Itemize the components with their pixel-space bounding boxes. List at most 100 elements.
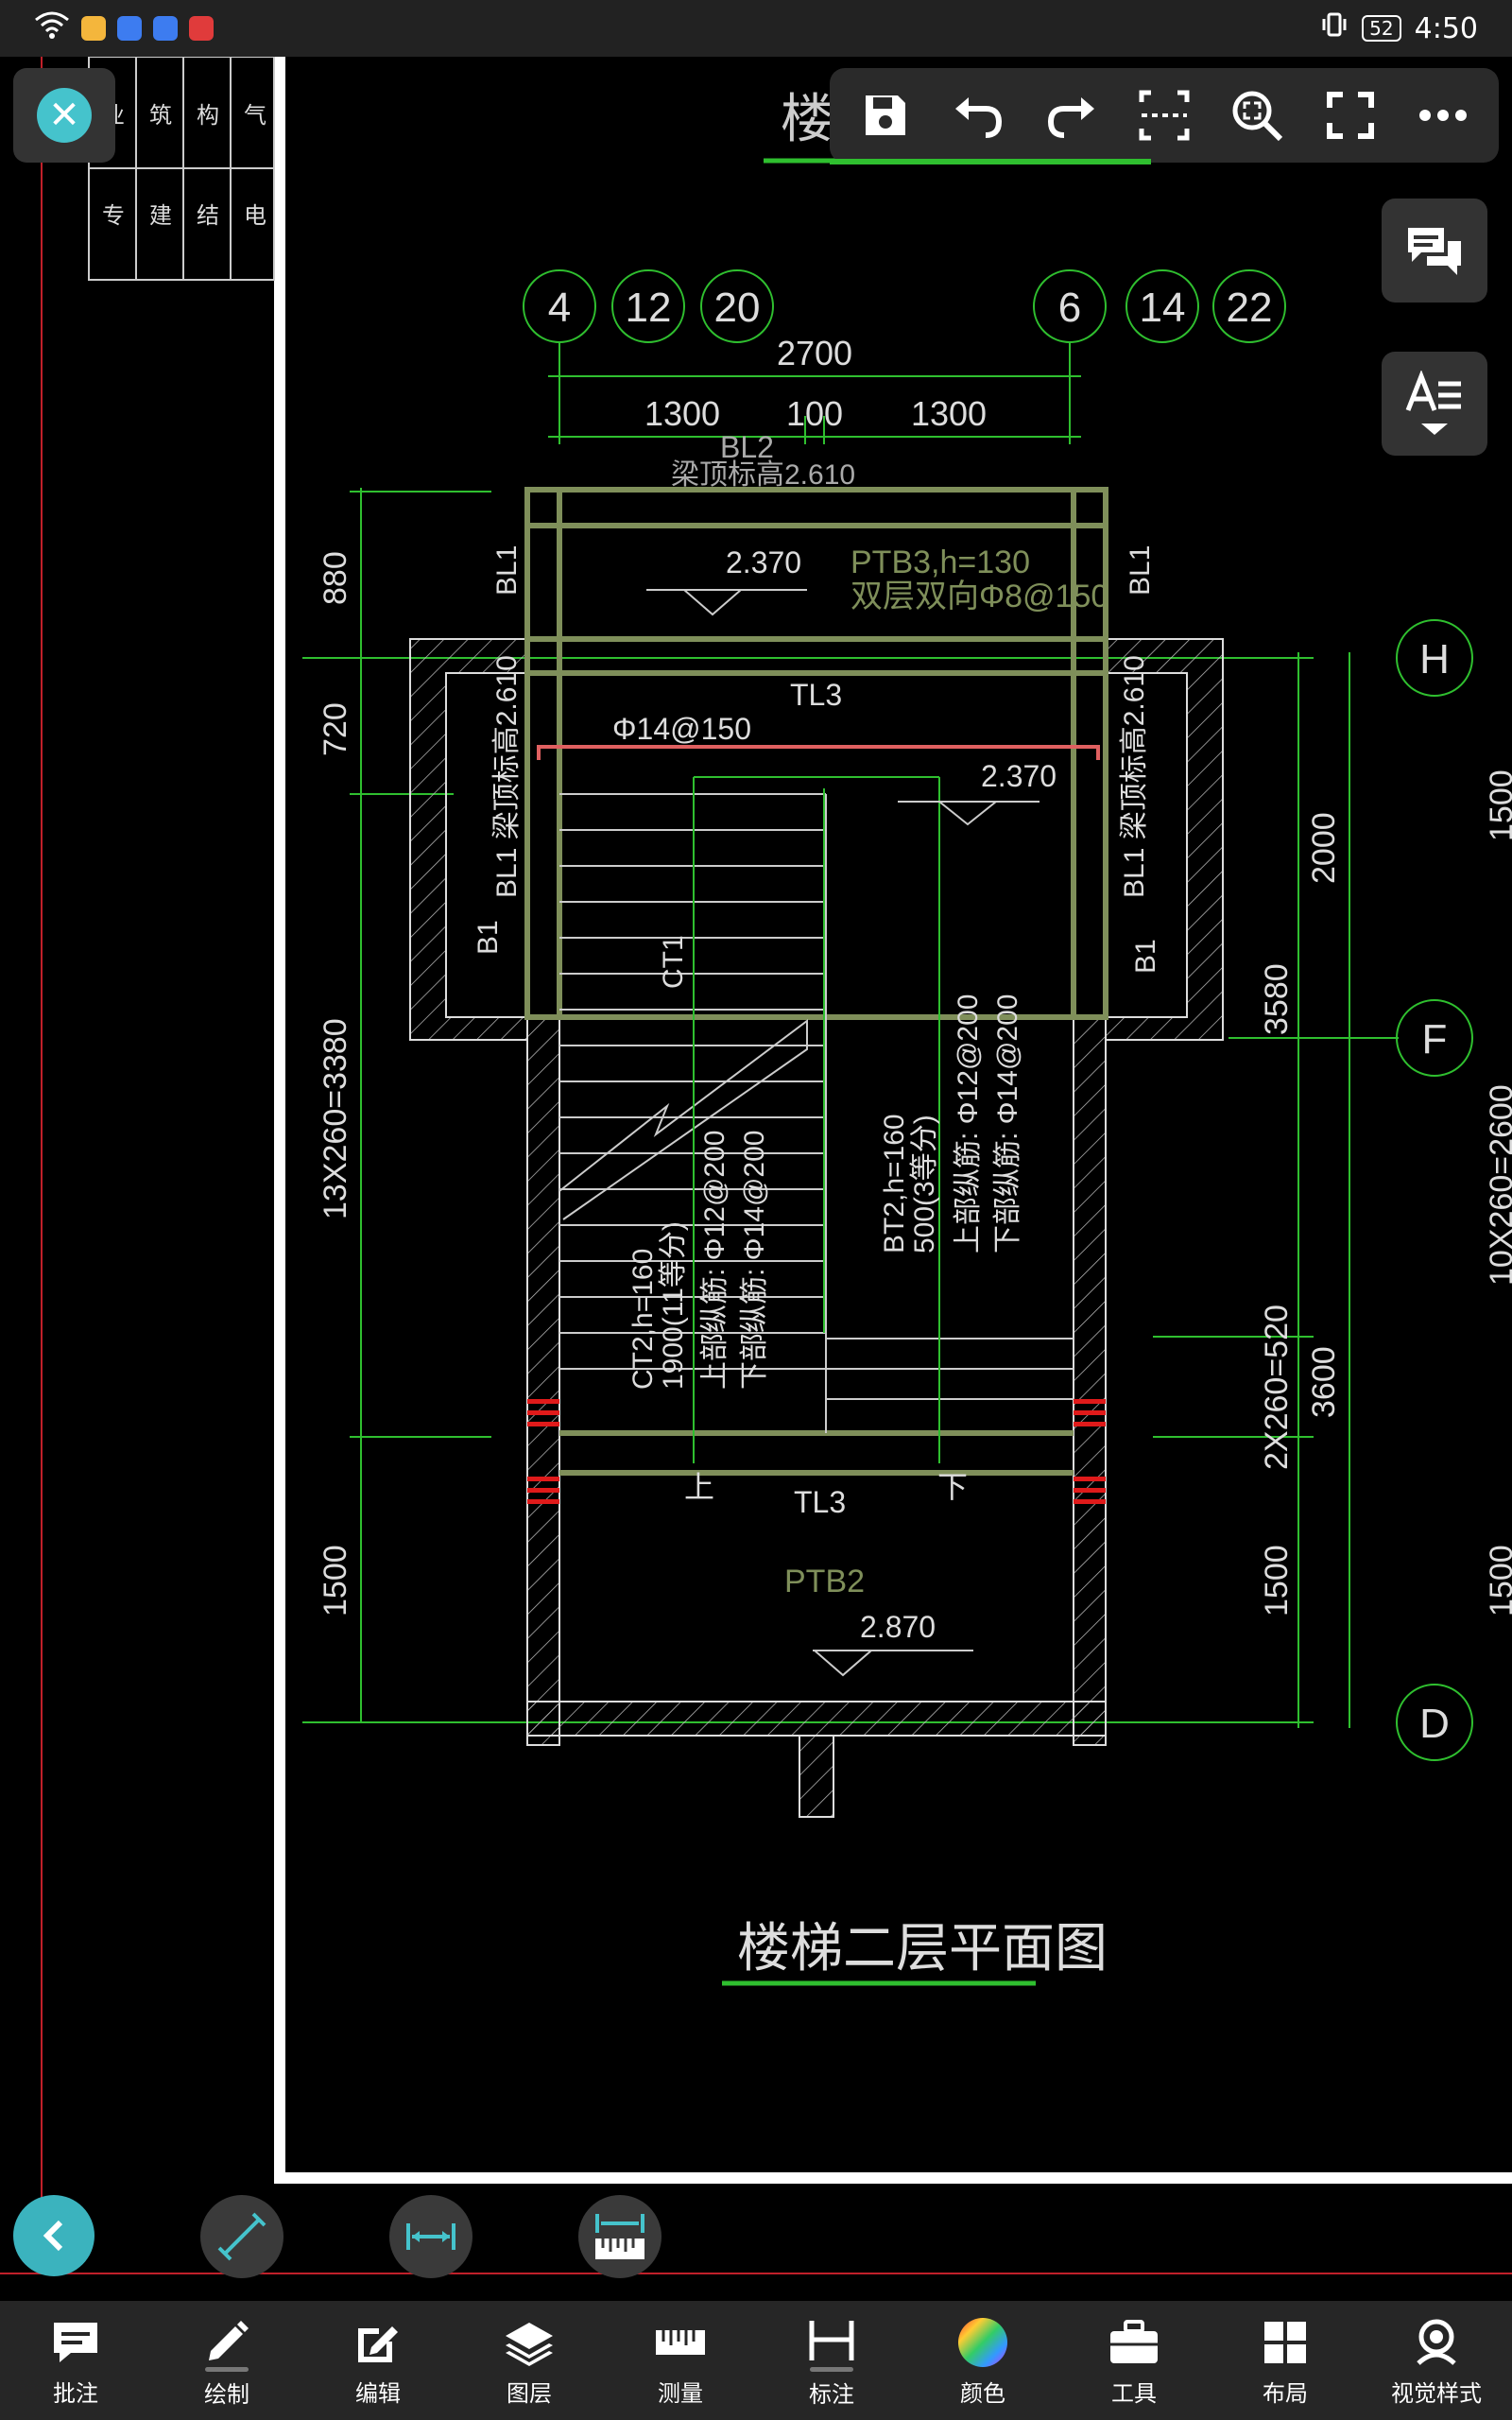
label-ct2-b: 1900(11等分) xyxy=(658,1221,689,1390)
dimension-icon xyxy=(803,2312,860,2369)
nav-layers-label: 图层 xyxy=(507,2379,552,2407)
label-bl1-side-right: BL1 梁顶标高2.610 xyxy=(1119,655,1150,898)
right-dimension-lines xyxy=(1153,652,1399,1728)
nav-edit[interactable]: 编辑 xyxy=(312,2314,444,2408)
nav-tools-label: 工具 xyxy=(1111,2379,1157,2407)
nav-draw[interactable]: 绘制 xyxy=(161,2312,293,2409)
label-bt2-a: BT2,h=160 xyxy=(879,1114,910,1253)
nav-annotate[interactable]: 批注 xyxy=(9,2314,142,2408)
label-down: 下 xyxy=(937,1470,968,1504)
axis-f: F xyxy=(1422,1016,1448,1063)
nav-dimension[interactable]: 标注 xyxy=(765,2312,898,2409)
zoom-fit-icon[interactable] xyxy=(1224,82,1290,148)
cell-dian: 电 xyxy=(244,203,266,229)
label-bl1-right: BL1 xyxy=(1125,545,1156,596)
dim-top-seg1: 1300 xyxy=(644,394,720,433)
baidu-app-icon xyxy=(117,16,142,41)
comments-icon xyxy=(1408,228,1461,275)
top-toolbar xyxy=(830,68,1499,163)
walking-lines xyxy=(693,776,940,1463)
sheet-border-left xyxy=(274,57,285,2184)
axis-h: H xyxy=(1419,636,1450,683)
dim-right-2000: 2000 xyxy=(1306,812,1342,884)
nav-color[interactable]: 颜色 xyxy=(917,2314,1049,2408)
dim-top-seg2: 100 xyxy=(786,394,843,433)
dim-right-2x260: 2X260=520 xyxy=(1259,1305,1295,1470)
sheet-title-block xyxy=(88,57,275,281)
axis-12: 12 xyxy=(626,285,672,331)
dim-left-720: 720 xyxy=(318,702,353,756)
vibrate-icon xyxy=(1320,10,1349,46)
axis-6: 6 xyxy=(1058,285,1081,331)
ruler-icon xyxy=(595,2214,644,2259)
redo-icon[interactable] xyxy=(1039,82,1105,148)
label-ptb2: PTB2 xyxy=(784,1564,865,1599)
label-ptb3: PTB3,h=130 xyxy=(850,544,1030,580)
save-icon[interactable] xyxy=(852,82,919,148)
nav-draw-underline xyxy=(205,2367,249,2372)
toolbar-progress-line xyxy=(830,159,1151,164)
bottom-nav: 批注 绘制 编辑 图层 测量 标注 颜色 工具 布局 视觉样式 xyxy=(0,2301,1512,2420)
edit-icon xyxy=(350,2314,406,2371)
more-icon[interactable] xyxy=(1410,82,1476,148)
label-ct2-c: 上部纵筋: Φ12@200 xyxy=(699,1131,730,1390)
fullscreen-icon[interactable] xyxy=(1317,82,1383,148)
sheet-border-bottom xyxy=(274,2172,1512,2184)
undo-icon[interactable] xyxy=(945,82,1011,148)
annotate-icon xyxy=(47,2314,104,2371)
ruler-dimension-button[interactable] xyxy=(578,2195,662,2278)
label-tl3-bottom: TL3 xyxy=(794,1485,846,1519)
label-ct2-d: 下部纵筋: Φ14@200 xyxy=(739,1131,770,1390)
beams xyxy=(524,487,1108,1476)
color-wheel-icon xyxy=(954,2314,1011,2371)
dim-far-1500a: 1500 xyxy=(1484,769,1512,841)
toolbox-icon xyxy=(1106,2314,1162,2371)
dim-right-3600: 3600 xyxy=(1306,1346,1342,1418)
text-style-button[interactable] xyxy=(1382,352,1487,456)
label-bt2-d: 下部纵筋: Φ14@200 xyxy=(992,994,1023,1253)
nav-visual-style-label: 视觉样式 xyxy=(1391,2379,1482,2407)
cad-drawing-canvas[interactable]: 专 建 结 电 业 筑 构 气 楼梯 4 12 20 6 14 22 2700 … xyxy=(0,57,1512,2297)
dim-far-10x260: 10X260=2600 xyxy=(1484,1084,1512,1286)
axis-22: 22 xyxy=(1227,285,1273,331)
drawing-title: 楼梯二层平面图 xyxy=(737,1918,1108,1978)
aligned-dimension-button[interactable] xyxy=(200,2195,284,2278)
dim-right-1500: 1500 xyxy=(1259,1545,1295,1616)
close-button[interactable]: ✕ xyxy=(13,68,115,163)
status-left xyxy=(34,10,214,46)
back-button[interactable] xyxy=(13,2195,94,2276)
nav-draw-label: 绘制 xyxy=(204,2381,249,2408)
elevation-markers xyxy=(646,589,1040,1677)
label-beam-top: 梁顶标高2.610 xyxy=(671,459,855,491)
label-ptb3-rebar: 双层双向Φ8@150 xyxy=(850,579,1108,614)
elev-2870: 2.870 xyxy=(860,1610,936,1644)
battery-indicator: 52 xyxy=(1362,15,1401,42)
label-ct1: CT1 xyxy=(658,935,689,989)
nav-layers[interactable]: 图层 xyxy=(463,2314,595,2408)
nav-visual-style[interactable]: 视觉样式 xyxy=(1370,2314,1503,2408)
cell-gou: 构 xyxy=(197,103,219,129)
dim-top-total: 2700 xyxy=(777,334,852,372)
nav-measure[interactable]: 测量 xyxy=(614,2314,747,2408)
nav-tools[interactable]: 工具 xyxy=(1068,2314,1200,2408)
cell-qi: 气 xyxy=(244,103,266,129)
nav-layout[interactable]: 布局 xyxy=(1219,2314,1351,2408)
label-bl2: BL2 xyxy=(720,430,774,464)
dim-left-880: 880 xyxy=(318,551,353,605)
label-b1-left: B1 xyxy=(472,920,504,955)
comments-button[interactable] xyxy=(1382,199,1487,302)
draw-icon xyxy=(198,2312,255,2369)
aligned-dimension-icon xyxy=(217,2212,266,2261)
linear-dimension-icon xyxy=(406,2223,455,2250)
axis-bubbles-right xyxy=(1396,619,1473,1761)
top-dimension-lines xyxy=(548,342,1081,444)
linear-dimension-button[interactable] xyxy=(389,2195,472,2278)
notification-app-icon xyxy=(81,16,106,41)
dim-right-3580: 3580 xyxy=(1259,963,1295,1035)
nav-color-label: 颜色 xyxy=(960,2379,1005,2407)
layout-icon xyxy=(1257,2314,1314,2371)
rebar-line xyxy=(537,745,1100,760)
text-style-icon xyxy=(1405,371,1461,435)
label-bt2-b: 500(3等分) xyxy=(909,1115,940,1253)
select-area-icon[interactable] xyxy=(1131,82,1197,148)
